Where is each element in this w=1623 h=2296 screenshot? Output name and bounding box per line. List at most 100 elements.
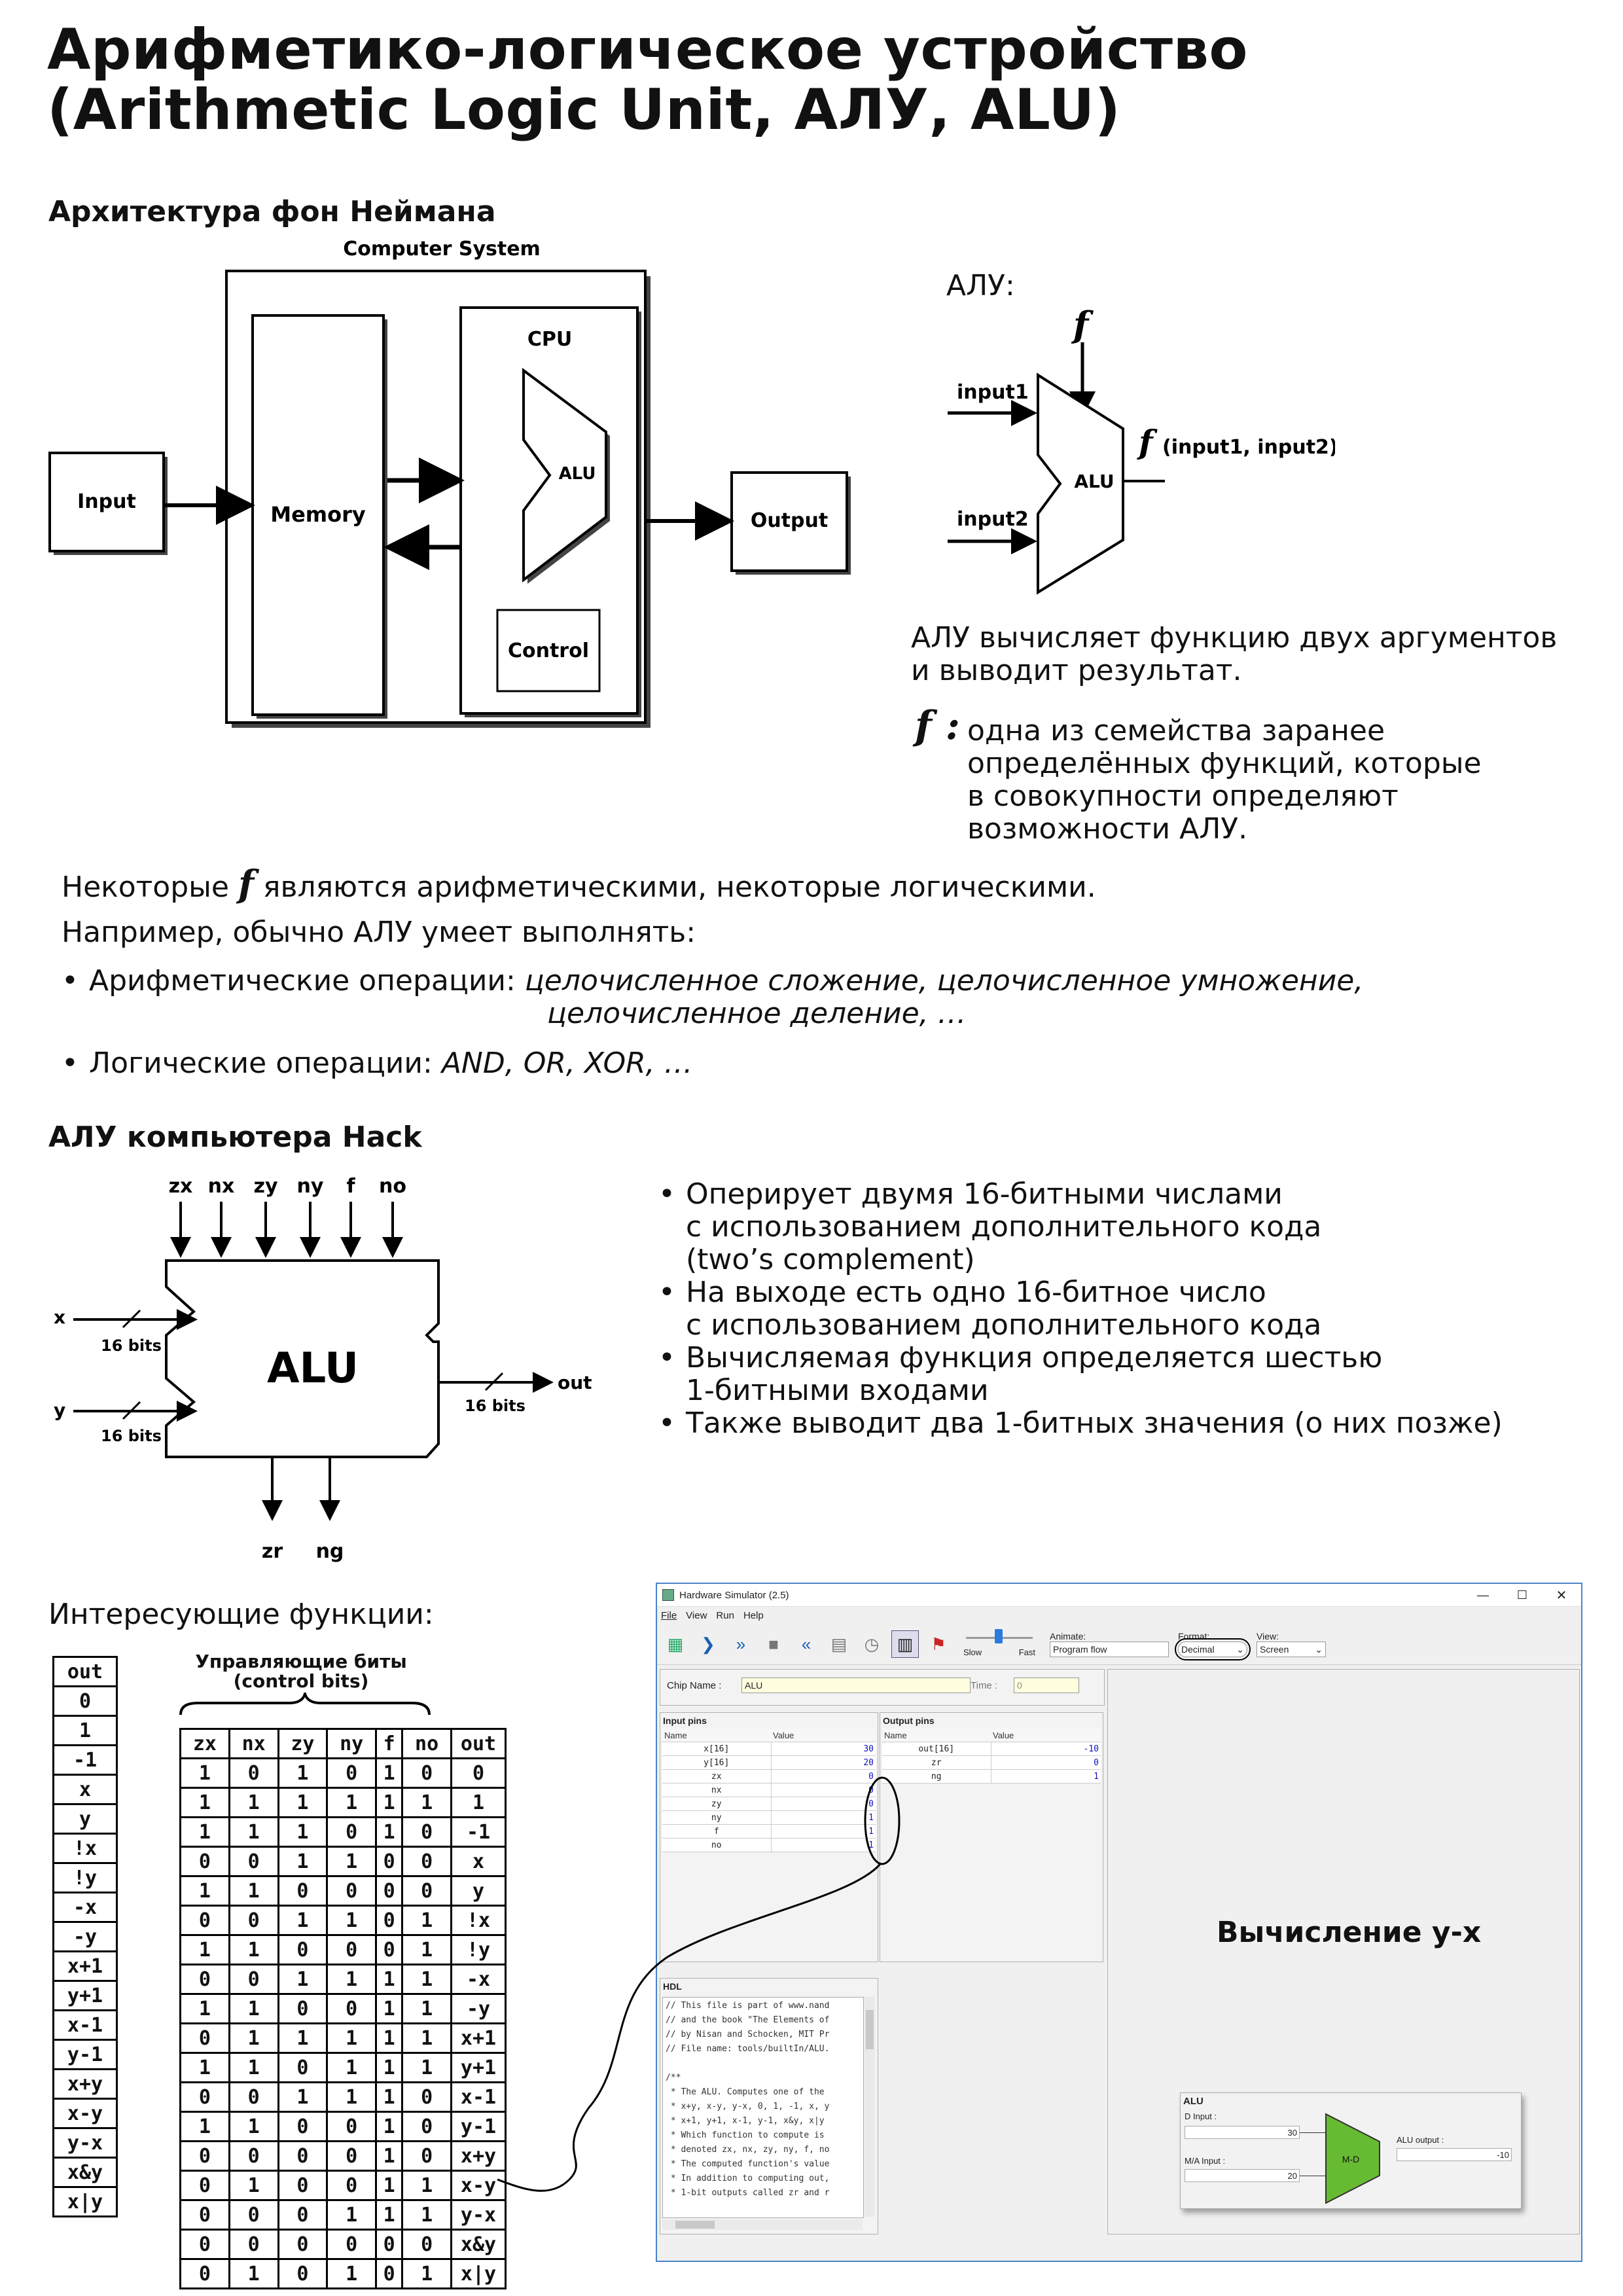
reset-icon[interactable]: « (801, 1634, 812, 1654)
pin-name: ng (882, 1769, 991, 1784)
hdl-line: * Which function to compute is (666, 2130, 825, 2140)
truth-table-cell: 1 (228, 2052, 279, 2083)
speed-slider-thumb[interactable] (995, 1629, 1003, 1643)
menu-view[interactable]: View (686, 1609, 707, 1621)
hack-bullet-line: (two’s complement) (686, 1243, 975, 1276)
truth-table-cell: 1 (326, 1905, 377, 1936)
control-label-zx: zx (169, 1175, 193, 1198)
hdl-line: * x+1, y+1, x-1, y-1, x&y, x|y (666, 2116, 825, 2126)
out-list-cell: y (52, 1803, 118, 1835)
time-field[interactable]: 0 (1014, 1677, 1079, 1693)
pin-value[interactable]: 1 (770, 1824, 876, 1839)
truth-table-cell: 1 (277, 1757, 329, 1789)
minimize-button[interactable]: — (1477, 1588, 1489, 1602)
pin-value[interactable]: 1 (990, 1769, 1101, 1784)
clock-icon[interactable]: ◷ (864, 1634, 880, 1654)
view-select[interactable]: Screen⌄ (1257, 1641, 1326, 1657)
breakpoint-icon[interactable]: ⚑ (931, 1634, 946, 1654)
menu-file[interactable]: File (661, 1609, 677, 1621)
pin-value[interactable]: 1 (770, 1838, 876, 1852)
maximize-button[interactable]: ☐ (1516, 1588, 1528, 1602)
pin-value[interactable]: 1 (770, 1810, 876, 1825)
hardware-simulator-window: Hardware Simulator (2.5) — ☐ ✕ File View… (656, 1583, 1582, 2262)
truth-table-cell: 0 (326, 2140, 377, 2172)
menu-help[interactable]: Help (743, 1609, 764, 1621)
truth-table-cell: !x (450, 1905, 507, 1936)
y-bits-label: 16 bits (101, 1427, 162, 1445)
pin-value[interactable]: 20 (770, 1755, 876, 1770)
control-label-nx: nx (208, 1175, 235, 1198)
out-list-cell: -y (52, 1921, 118, 1952)
hdl-text-area[interactable]: // This file is part of www.nand// and t… (662, 1997, 864, 2218)
sim-titlebar: Hardware Simulator (2.5) — ☐ ✕ (657, 1584, 1581, 1607)
run-icon[interactable]: » (736, 1634, 746, 1654)
eval-icon[interactable]: ▥ (891, 1630, 919, 1658)
pin-row[interactable]: y[16]20 (662, 1755, 876, 1770)
out-list-row: y-x (52, 2127, 118, 2159)
pin-name: ny (662, 1810, 771, 1825)
for-example-text: Например, обычно АЛУ умеет выполнять: (62, 916, 696, 949)
out-list-cell: x (52, 1774, 118, 1805)
truth-table-cell: 1 (401, 1905, 452, 1936)
input2-label: input2 (957, 508, 1029, 531)
pin-value[interactable]: 0 (770, 1783, 876, 1797)
animate-select[interactable]: Program flow (1050, 1641, 1169, 1657)
chip-name-field[interactable]: ALU (741, 1677, 971, 1693)
format-value: Decimal (1181, 1644, 1215, 1655)
pin-row[interactable]: out[16]-10 (882, 1742, 1101, 1756)
pin-value[interactable]: -10 (990, 1742, 1101, 1756)
truth-table-cell: 1 (374, 2052, 404, 2083)
pin-value[interactable]: 30 (770, 1742, 876, 1756)
truth-table-cell: 0 (179, 2140, 230, 2172)
alu-desc-line-2: и выводит результат. (911, 654, 1242, 687)
close-button[interactable]: ✕ (1556, 1588, 1567, 1603)
f-desc-line: возможности АЛУ. (967, 812, 1248, 846)
view-value: Screen (1260, 1644, 1289, 1655)
speed-slider[interactable]: Slow Fast (963, 1628, 1035, 1660)
control-box (496, 609, 601, 692)
hack-bullet: Оперирует двумя 16-битными числами с исп… (658, 1178, 1601, 1276)
truth-table-cell: 0 (228, 2140, 279, 2172)
pin-value[interactable]: 0 (770, 1769, 876, 1784)
script-icon[interactable]: ▤ (830, 1634, 847, 1654)
hdl-code: // This file is part of www.nand// and t… (663, 1998, 863, 2202)
section-heading-hack-alu: АЛУ компьютера Hack (48, 1121, 422, 1154)
control-bits-brace (179, 1693, 431, 1715)
logic-ops-item: Логические операции: AND, OR, XOR, … (62, 1047, 1567, 1081)
hdl-vertical-scrollbar[interactable] (865, 1997, 875, 2217)
load-chip-icon[interactable]: ▦ (667, 1634, 684, 1654)
menu-run[interactable]: Run (716, 1609, 734, 1621)
truth-table-cell: y-1 (450, 2111, 507, 2142)
format-select[interactable]: Decimal⌄ (1175, 1638, 1251, 1660)
single-step-icon[interactable]: ❯ (701, 1634, 715, 1654)
pin-name: zy (662, 1797, 771, 1811)
pin-row[interactable]: x[16]30 (662, 1742, 876, 1756)
pin-value[interactable]: 0 (990, 1755, 1101, 1770)
truth-table-cell: 1 (277, 2022, 329, 2054)
von-neumann-diagram: Computer System Memory CPU ALU Control I… (48, 238, 851, 728)
alu-symbol-shape (1037, 372, 1124, 595)
slow-label: Slow (963, 1647, 982, 1657)
out-list-row: x (52, 1774, 118, 1805)
pin-value[interactable]: 0 (770, 1797, 876, 1811)
truth-table-cell: 0 (374, 2258, 404, 2289)
truth-table-cell: 1 (401, 1964, 452, 1995)
truth-table-cell: 0 (401, 2111, 452, 2142)
hdl-horizontal-scrollbar[interactable] (662, 2219, 863, 2230)
arith-ops-item: Арифметические операции: целочисленное с… (62, 965, 1567, 1030)
stop-icon[interactable]: ■ (768, 1634, 779, 1654)
truth-table-cell: 0 (374, 1875, 404, 1907)
hack-bullet-line: Вычисляемая функция определяется шестью (686, 1341, 1383, 1374)
